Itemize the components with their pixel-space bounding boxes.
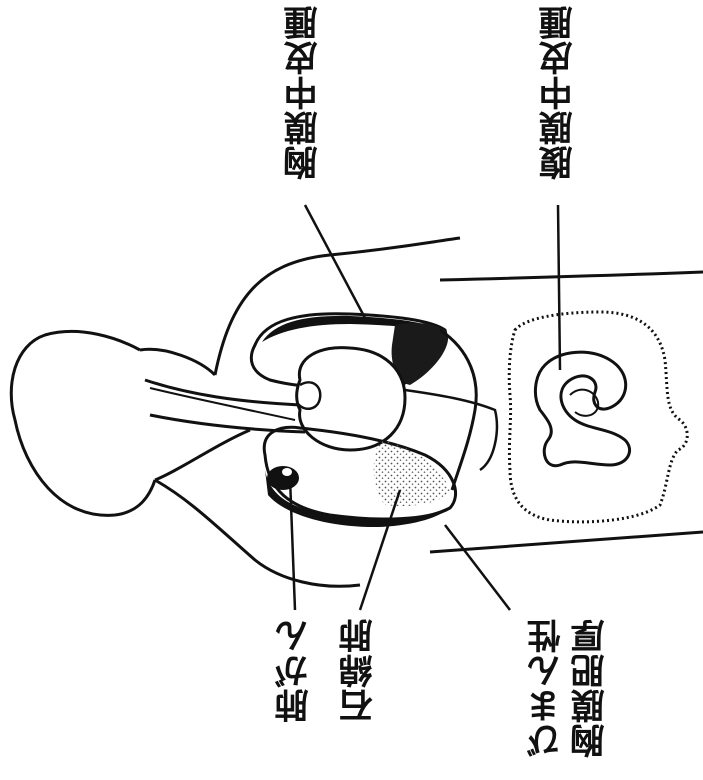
diaphragm bbox=[440, 330, 476, 490]
leader-pleural-mesothelioma bbox=[305, 205, 365, 318]
intestines bbox=[535, 352, 629, 466]
head-outline bbox=[11, 331, 155, 515]
leader-peritoneal-mesothelioma bbox=[558, 205, 560, 370]
body-lower-outline bbox=[155, 480, 360, 586]
label-pleural-mesothelioma: 胸膜中皮腫 bbox=[285, 5, 323, 180]
leader-diffuse-pleural-thickening bbox=[445, 525, 510, 610]
label-asbestosis: 石綿肺 bbox=[340, 618, 378, 723]
neck-upper-line bbox=[140, 349, 215, 375]
label-diffuse-pleural-thickening-line2: 胸膜肥厚 bbox=[572, 618, 610, 758]
leader-asbestosis bbox=[360, 490, 400, 610]
body-upper-extension bbox=[440, 272, 703, 280]
body-lower-extension bbox=[430, 532, 703, 552]
label-diffuse-pleural-thickening-line1: びまん性 bbox=[528, 618, 566, 758]
label-peritoneal-mesothelioma: 腹膜中皮腫 bbox=[540, 5, 578, 180]
label-lung-cancer: 肺がん bbox=[276, 618, 314, 723]
lung-cancer-spot-highlight bbox=[282, 468, 292, 476]
peritoneum bbox=[509, 312, 687, 522]
neck-lower-line bbox=[155, 430, 250, 480]
leader-lung-cancer bbox=[290, 478, 295, 610]
